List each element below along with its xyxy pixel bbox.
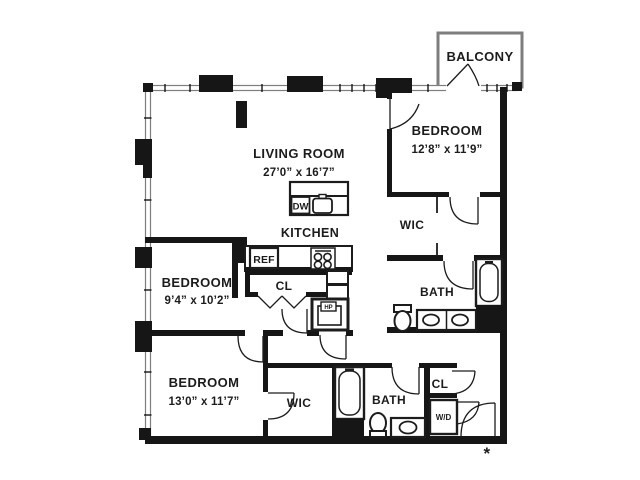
refrigerator-label: REF (253, 254, 275, 266)
bath-top-fixtures (393, 257, 507, 332)
kitchen-area: REF DW KITCHEN CL (244, 180, 353, 332)
bedroom-mid-left-label: BEDROOM (162, 275, 233, 290)
hall-door-icon (281, 308, 308, 334)
wic-door-icon (449, 196, 479, 225)
bedroom-top-right-dimensions: 12’8” x 11’9” (411, 144, 482, 156)
double-sink-vanity-icon (415, 308, 478, 332)
bath-door-icon (443, 260, 474, 290)
bedroom-top-right-label: BEDROOM (412, 123, 483, 138)
structural-walls (135, 75, 522, 444)
washer-dryer-icon: W/D (428, 398, 459, 436)
heat-pump-unit: HP (310, 297, 350, 332)
living-room-dimensions: 27’0” x 16’7” (263, 167, 335, 179)
toilet-icon (369, 412, 387, 438)
bifold-door-icon (257, 295, 307, 309)
entry-door-icon (460, 402, 496, 438)
balcony-label: BALCONY (446, 49, 513, 64)
sink-icon (389, 416, 427, 439)
kitchen-label: KITCHEN (281, 226, 339, 240)
shelf-icon (326, 284, 349, 300)
asterisk-note: * (483, 444, 490, 463)
bathtub-icon (333, 365, 366, 421)
washer-dryer-label: W/D (436, 413, 452, 422)
bedroom-door-icon (389, 97, 420, 130)
living-room-label: LIVING ROOM (253, 146, 345, 161)
wic-bottom-label: WIC (287, 396, 312, 410)
balcony: BALCONY (436, 31, 524, 89)
closet-door-icon (451, 370, 476, 395)
bedroom-mid-left-dimensions: 9’4” x 10’2” (164, 295, 229, 307)
shelf-icon (326, 270, 349, 285)
bath-bottom-fixtures (333, 365, 427, 439)
bath-door-icon (391, 366, 420, 395)
refrigerator-icon (248, 246, 280, 270)
wic-door-icon (267, 392, 295, 420)
door-swings (237, 63, 496, 438)
dishwasher-label: DW (293, 202, 309, 213)
closet-bottom-label: CL (432, 377, 449, 391)
toilet-icon (393, 304, 412, 332)
kitchen-sink-icon (312, 197, 333, 214)
wic-top-label: WIC (400, 218, 425, 232)
balcony-door-icon (446, 63, 480, 87)
bedroom-bottom-left-label: BEDROOM (169, 375, 240, 390)
hall-door-icon (319, 334, 347, 360)
bath-top-label: BATH (420, 285, 454, 299)
bedroom-bottom-left-dimensions: 13’0” x 11’7” (168, 396, 239, 408)
dishwasher-icon (290, 196, 311, 215)
closet-kitchen-label: CL (276, 279, 293, 293)
heat-pump-label: HP (324, 305, 332, 311)
stove-icon (310, 247, 336, 270)
bedroom-door-icon (237, 335, 264, 363)
bathtub-icon (474, 257, 504, 308)
kitchen-island: DW (288, 180, 350, 217)
room-labels: LIVING ROOM 27’0” x 16’7” BEDROOM 12’8” … (162, 123, 490, 463)
bath-bottom-label: BATH (372, 393, 406, 407)
